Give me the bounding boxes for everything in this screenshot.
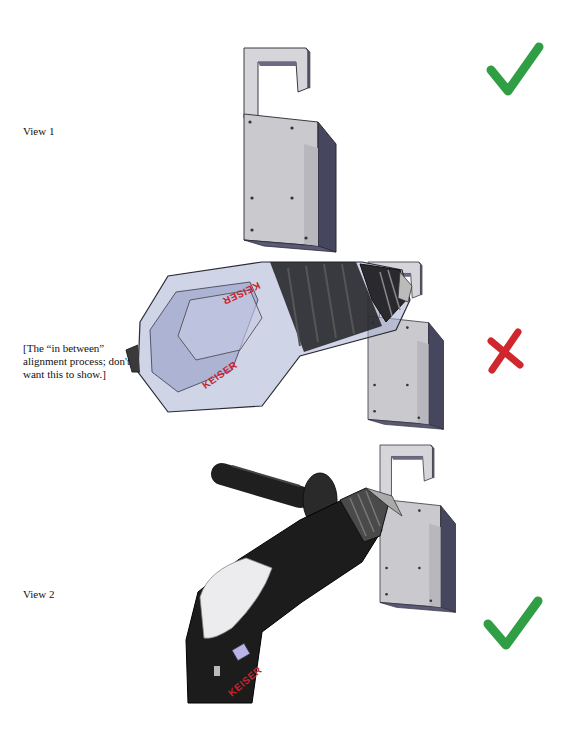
- cross-mark: [491, 332, 520, 370]
- view-label: View 1: [23, 125, 113, 138]
- note: [The “in between” alignment process; don…: [23, 342, 145, 381]
- bracket: [380, 445, 455, 612]
- drill: [186, 466, 402, 703]
- drill-translucent: [126, 262, 412, 412]
- bracket: [244, 48, 336, 252]
- check-mark: [488, 601, 538, 645]
- view-label: View 2: [23, 588, 113, 601]
- check-mark: [491, 47, 539, 91]
